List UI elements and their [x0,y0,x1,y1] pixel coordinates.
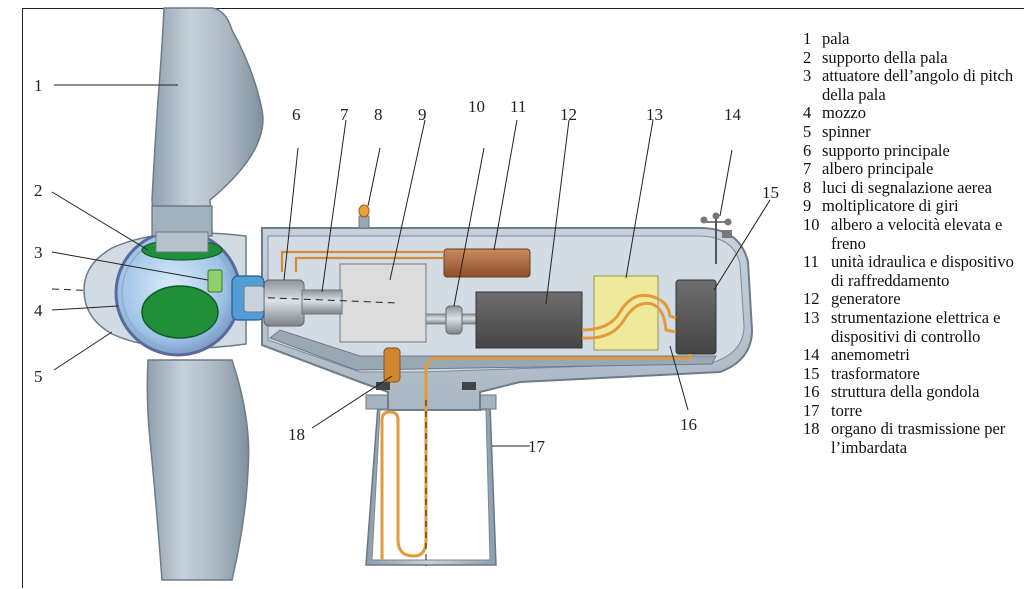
wind-turbine-diagram: 1 2 3 4 5 6 7 8 9 10 11 12 13 14 15 16 1… [34,7,779,581]
callout-3: 3 [34,243,43,262]
legend-item: 17 torre [803,400,1025,421]
callout-5: 5 [34,367,43,386]
legend-number: 6 [803,140,812,160]
hydraulic-unit [443,248,531,278]
callout-12: 12 [560,105,577,124]
legend-text: supporto della pala [822,47,948,67]
legend-text: attuatore dell’angolo di pitch della pal… [822,66,1014,104]
hub [114,229,265,357]
legend-text: organo di trasmissione per l’imbardata [831,419,1006,458]
anemometer [700,212,732,264]
legend-number: 13 [803,307,820,327]
legend-text: generatore [831,289,901,309]
legend-text: pala [822,29,850,48]
legend-number: 15 [803,363,820,383]
legend-item: 1 pala [803,29,1025,49]
legend-number: 11 [803,252,819,272]
control-cabinet [593,275,659,351]
legend-text: torre [831,400,863,420]
callout-6: 6 [292,105,301,124]
legend-number: 12 [803,289,820,309]
legend-item: 5 spinner [803,121,1025,142]
callout-2: 2 [34,181,43,200]
legend-item: 13 strumentazione elettrica e dispositivi… [803,307,1025,346]
legend-text: trasformatore [831,363,920,383]
legend-number: 9 [803,196,812,216]
leader-lines [51,84,771,447]
legend-number: 5 [803,121,812,141]
legend-item: 9 moltiplicatore di giri [803,197,1025,216]
yaw-drive [383,347,401,383]
blade-upper [151,7,264,233]
blade-lower [146,359,250,581]
legend-text: luci di segnalazione aerea [822,177,992,197]
legend-text: mozzo [822,103,866,123]
tower-cable [380,354,692,560]
legend-number: 8 [803,177,812,197]
callout-10: 10 [468,97,485,116]
legend-text: supporto principale [822,140,950,160]
blade-bearing [151,205,213,237]
callout-14: 14 [724,105,742,124]
main-bearing [263,279,305,327]
legend-item: 15 trasformatore [803,363,1025,384]
legend-text: albero a velocità elevata e freno [831,214,1003,253]
callout-16: 16 [680,415,697,434]
legend-number: 16 [803,382,820,402]
legend-item: 2 supporto della pala [803,47,1025,68]
legend-number: 7 [803,159,812,179]
callout-1: 1 [34,76,43,95]
legend-text: strumentazione elettrica e dispositivi d… [831,307,1001,346]
legend-item: 6 supporto principale [803,140,1025,161]
figure-frame [22,8,1024,588]
tower [365,394,497,566]
legend-item: 16 struttura della gondola [803,383,1025,402]
callout-15: 15 [762,183,779,202]
legend-text: struttura della gondola [831,382,980,402]
callout-9: 9 [418,105,427,124]
legend-number: 17 [803,400,820,420]
legend-item: 3 attuatore dell’angolo di pitch della pa… [803,66,1025,104]
legend-item: 7 albero principale [803,160,1025,179]
aviation-light [358,204,370,229]
legend-number: 2 [803,47,812,67]
callout-13: 13 [646,105,663,124]
legend-item: 10 albero a velocità elevata e freno [803,214,1025,253]
legend-text: moltiplicatore di giri [822,196,959,216]
legend-item: 8 luci di segnalazione aerea [803,177,1025,198]
legend-item: 14 anemometri [803,345,1025,365]
gearbox [339,263,427,343]
brake-disc [445,305,463,335]
callout-numbers: 1 2 3 4 5 6 7 8 9 10 11 12 13 14 15 16 1… [34,76,779,456]
legend-number: 3 [803,66,812,86]
transformer [675,279,717,355]
legend-text: anemometri [831,345,910,365]
callout-17: 17 [528,437,546,456]
legend-item: 11 unità idraulica e dispositivo di raffr… [803,252,1025,290]
legend: 1 pala 2 supporto della pala 3 attuatore de… [803,29,1025,458]
legend-item: 4 mozzo [803,104,1025,123]
pitch-actuator [207,269,223,293]
main-shaft [301,289,343,315]
legend-text: albero principale [822,159,934,179]
legend-item: 12 generatore [803,290,1025,309]
legend-item: 18 organo di trasmissione per l’imbardata [803,420,1025,457]
blade-root [155,231,209,253]
generator [475,291,583,349]
legend-number: 1 [803,29,812,48]
legend-text: spinner [822,121,871,141]
legend-number: 10 [803,214,820,234]
callout-4: 4 [34,301,43,320]
power-cable [581,293,677,332]
legend-number: 18 [803,419,820,439]
legend-number: 4 [803,103,812,123]
callout-7: 7 [340,105,349,124]
legend-text: unità idraulica e dispositivo di raffred… [831,252,1014,290]
legend-number: 14 [803,345,820,365]
callout-18: 18 [288,425,305,444]
callout-8: 8 [374,105,383,124]
callout-11: 11 [510,97,526,116]
power-cable-2 [581,301,677,340]
